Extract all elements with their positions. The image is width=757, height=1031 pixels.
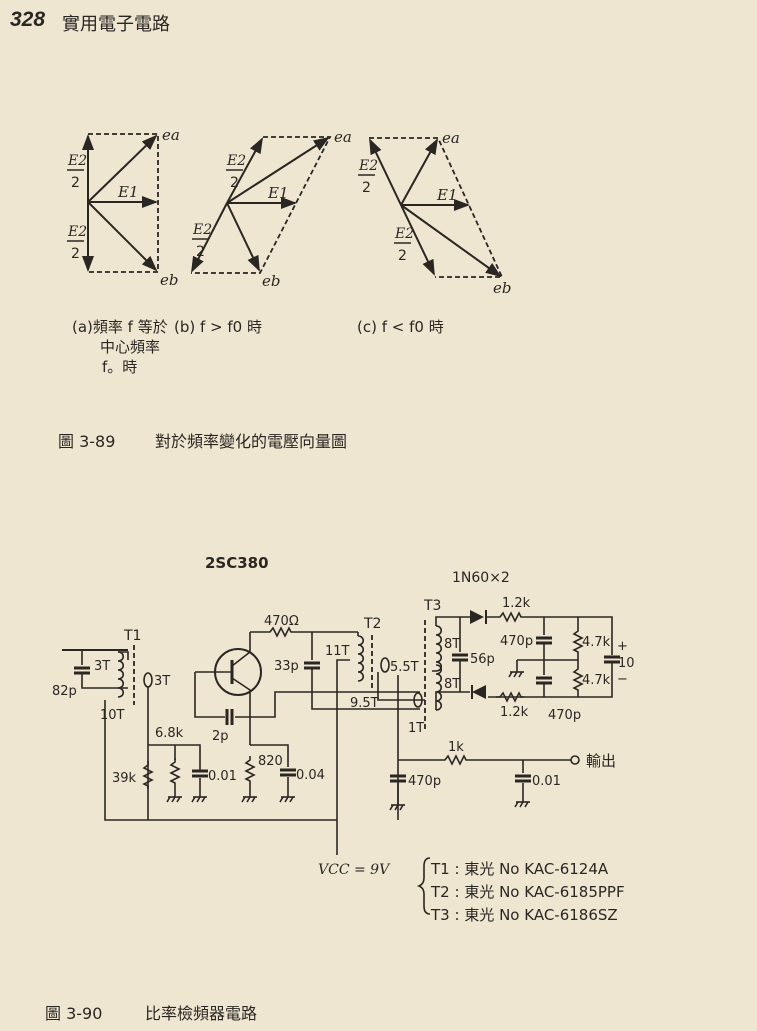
- vcc-label: VCC = 9V: [318, 862, 391, 878]
- svg-text:4.7k: 4.7k: [582, 673, 611, 688]
- svg-text:ea: ea: [442, 129, 460, 147]
- svg-text:2: 2: [362, 180, 371, 196]
- svg-text:39k: 39k: [112, 771, 137, 786]
- page-number: 328: [10, 8, 46, 31]
- svg-text:E2: E2: [358, 158, 378, 174]
- svg-text:E1: E1: [117, 183, 139, 201]
- vector-diagram-b: ea eb E1 E2 2 E2 2: [191, 128, 352, 290]
- svg-text:56p: 56p: [470, 652, 495, 667]
- subcaption-b: (b) f > f0 時: [174, 318, 262, 336]
- parts-list-item: T2 : 東光 No KAC-6185PPF: [431, 883, 625, 901]
- svg-text:82p: 82p: [52, 684, 77, 699]
- output-filter: 1k 470p 0.01 輸出: [388, 740, 616, 811]
- svg-text:9.5T: 9.5T: [350, 696, 379, 711]
- vector-diagram-c: ea eb E1 E2 2 E2 2: [358, 129, 511, 297]
- svg-text:470p: 470p: [548, 708, 581, 723]
- parts-list-item: T3 : 東光 No KAC-6186SZ: [431, 906, 618, 924]
- ratio-detector-network: 1.2k 1.2k 470p 470p 4.7k 4.7k 10 + −: [470, 596, 635, 723]
- svg-text:820: 820: [258, 754, 283, 769]
- subcaption-a-line2: 中心頻率: [100, 338, 161, 356]
- svg-text:E2: E2: [192, 222, 212, 238]
- svg-text:10T: 10T: [100, 708, 125, 723]
- svg-text:ea: ea: [334, 128, 352, 146]
- svg-text:2: 2: [196, 244, 205, 260]
- svg-text:E2: E2: [226, 153, 246, 169]
- svg-text:2: 2: [71, 246, 80, 262]
- subcaption-a-line1: (a)頻率 f 等於: [72, 318, 168, 336]
- transformer-t1: T1 3T 10T 82p 3T: [52, 628, 337, 821]
- svg-text:T3: T3: [423, 598, 441, 614]
- transistor-2sc380: 2p: [194, 632, 420, 745]
- svg-text:8T: 8T: [444, 637, 460, 652]
- svg-text:2: 2: [230, 175, 239, 191]
- svg-text:1.2k: 1.2k: [502, 596, 531, 611]
- subcaption-c: (c) f < f0 時: [357, 318, 444, 336]
- svg-text:1k: 1k: [448, 740, 464, 755]
- svg-text:ea: ea: [162, 126, 180, 144]
- svg-text:E2: E2: [67, 224, 87, 240]
- svg-text:0.04: 0.04: [296, 768, 325, 783]
- figure-3-89-number: 圖 3-89: [58, 432, 116, 451]
- subcaption-a-line3: f。時: [102, 358, 138, 376]
- svg-text:4.7k: 4.7k: [582, 635, 611, 650]
- parts-list-item: T1 : 東光 No KAC-6124A: [431, 860, 609, 878]
- svg-text:470p: 470p: [500, 634, 533, 649]
- svg-text:eb: eb: [160, 271, 178, 289]
- svg-text:33p: 33p: [274, 659, 299, 674]
- svg-text:eb: eb: [493, 279, 511, 297]
- vector-diagram-a: ea eb E1 E2 2 E2 2: [67, 126, 180, 289]
- svg-text:2: 2: [71, 175, 80, 191]
- diode-label: 1N60×2: [452, 570, 510, 586]
- svg-text:1T: 1T: [408, 721, 424, 736]
- svg-text:E1: E1: [267, 184, 289, 202]
- figure-3-90-number: 圖 3-90: [45, 1004, 103, 1023]
- output-terminal: [570, 755, 580, 765]
- bias-network: 6.8k 39k 0.01 820 0.04: [112, 726, 325, 803]
- svg-text:10: 10: [618, 656, 635, 671]
- svg-text:470Ω: 470Ω: [264, 614, 299, 629]
- transformer-t2: T2 11T 9.5T 1T: [325, 616, 424, 855]
- svg-text:2p: 2p: [212, 729, 229, 744]
- svg-text:T1: T1: [123, 628, 141, 644]
- svg-text:11T: 11T: [325, 644, 350, 659]
- svg-text:eb: eb: [262, 272, 280, 290]
- svg-text:2: 2: [398, 248, 407, 264]
- figure-3-89-caption: 對於頻率變化的電壓向量圖: [155, 432, 348, 451]
- svg-text:5.5T: 5.5T: [390, 660, 419, 675]
- svg-text:0.01: 0.01: [208, 769, 237, 784]
- svg-text:3T: 3T: [94, 659, 110, 674]
- figure-3-90-caption: 比率檢頻器電路: [145, 1004, 258, 1023]
- running-title: 實用電子電路: [62, 14, 170, 35]
- svg-text:E2: E2: [394, 226, 414, 242]
- svg-text:−: −: [617, 672, 628, 687]
- brace: [416, 857, 431, 915]
- svg-text:E1: E1: [436, 186, 458, 204]
- svg-text:0.01: 0.01: [532, 774, 561, 789]
- svg-text:E2: E2: [67, 153, 87, 169]
- svg-text:8T: 8T: [444, 677, 460, 692]
- parts-list: T1 : 東光 No KAC-6124A T2 : 東光 No KAC-6185…: [431, 858, 625, 927]
- transistor-label: 2SC380: [205, 554, 269, 572]
- svg-text:T2: T2: [363, 616, 381, 632]
- svg-text:3T: 3T: [154, 674, 170, 689]
- transformer-t3: 5.5T T3 8T 8T 56p: [377, 598, 495, 820]
- svg-text:1.2k: 1.2k: [500, 705, 529, 720]
- svg-text:6.8k: 6.8k: [155, 726, 184, 741]
- svg-text:470p: 470p: [408, 774, 441, 789]
- svg-text:+: +: [617, 639, 628, 654]
- svg-text:輸出: 輸出: [586, 752, 616, 770]
